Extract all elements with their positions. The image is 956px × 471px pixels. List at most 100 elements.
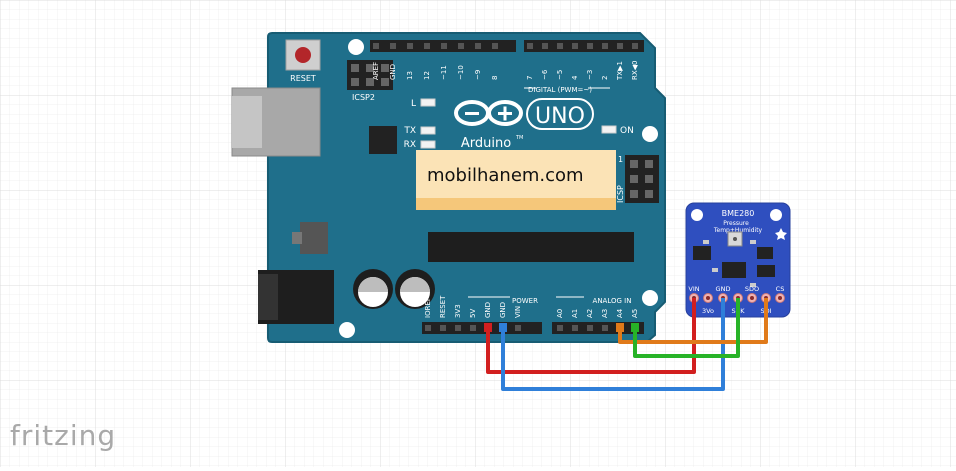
sensor-resistor: [703, 240, 709, 244]
mounting-hole: [348, 39, 364, 55]
led-tx: [420, 126, 436, 135]
bme280-vent: [733, 237, 737, 241]
arduino-logo-tm: TM: [515, 135, 523, 141]
digital-pin[interactable]: [557, 43, 563, 49]
sensor-pin-label: CS: [776, 285, 785, 293]
reset-label: RESET: [290, 74, 316, 83]
usb-chip: [369, 126, 397, 154]
led-on-label: ON: [620, 126, 634, 136]
analog-header[interactable]: [552, 322, 644, 334]
power-pin-label: GND: [484, 302, 492, 318]
sensor-pin-label: VIN: [688, 285, 699, 293]
power-pin[interactable]: [440, 325, 446, 331]
power-header[interactable]: [422, 322, 542, 334]
led-l-label: L: [411, 99, 416, 109]
digital-pin[interactable]: [617, 43, 623, 49]
sensor-ic: [722, 262, 746, 278]
digital-pin[interactable]: [407, 43, 413, 49]
analog-pin-label: A1: [571, 309, 579, 318]
arduino-logo-text: Arduino: [461, 136, 511, 151]
power-pin[interactable]: [425, 325, 431, 331]
power-pin[interactable]: [515, 325, 521, 331]
wire-red-5v-vin[interactable]: [486, 298, 696, 374]
sensor-pin-hole: [778, 296, 782, 300]
mounting-hole: [642, 126, 658, 142]
power-pin-label: 3V3: [454, 304, 462, 318]
sensor-pin-hole: [750, 296, 754, 300]
digital-pin-label: 8: [491, 76, 499, 80]
wire-orange-a4-sdi[interactable]: [618, 298, 768, 344]
mounting-hole: [339, 322, 355, 338]
digital-pin-label: ~9: [474, 70, 482, 80]
sensor-mount-hole: [770, 209, 782, 221]
sensor-desc-line2: Temp+Humidity: [713, 227, 763, 234]
digital-pin[interactable]: [390, 43, 396, 49]
digital-pin[interactable]: [542, 43, 548, 49]
analog-pin[interactable]: [557, 325, 563, 331]
sensor-pin-label: SDO: [745, 285, 759, 293]
sensor-desc-line1: Pressure: [723, 220, 749, 227]
digital-pin[interactable]: [373, 43, 379, 49]
analog-pin-label: A4: [616, 308, 624, 318]
digital-pin-label: 4: [571, 75, 579, 80]
usb-connector-shade: [232, 96, 262, 148]
power-pin[interactable]: [470, 325, 476, 331]
atmega328-chip: [428, 232, 634, 262]
arduino-uno-board[interactable]: RESET ICSP2: [231, 32, 666, 343]
digital-pin[interactable]: [492, 43, 498, 49]
digital-pin[interactable]: [602, 43, 608, 49]
sensor-resistor: [750, 283, 756, 287]
sensor-pin-hole: [706, 296, 710, 300]
led-rx: [420, 140, 436, 149]
digital-pin[interactable]: [475, 43, 481, 49]
digital-pin[interactable]: [527, 43, 533, 49]
watermark-sticker-shadow: [416, 198, 616, 210]
icsp-label: ICSP: [616, 185, 625, 203]
mounting-hole: [642, 290, 658, 306]
sensor-resistor: [750, 240, 756, 244]
capacitor: [353, 269, 393, 309]
analog-pin[interactable]: [602, 325, 608, 331]
digital-pin-label: ~6: [541, 69, 549, 80]
digital-pin-label: AREF: [372, 62, 380, 80]
sensor-mount-hole: [691, 209, 703, 221]
analog-pin[interactable]: [587, 325, 593, 331]
digital-pin-label: 13: [406, 71, 414, 80]
reset-button-cap[interactable]: [295, 47, 311, 63]
icsp-header: [625, 155, 659, 203]
digital-pin-label: ~3: [586, 70, 594, 80]
wires: [484, 298, 768, 391]
led-tx-label: TX: [403, 126, 416, 136]
icsp2-label: ICSP2: [352, 93, 375, 102]
led-l: [420, 98, 436, 107]
digital-pin-label: ~5: [556, 70, 564, 80]
analog-pin-label: A5: [631, 309, 639, 318]
regulator-tab: [292, 232, 302, 244]
digital-pin[interactable]: [441, 43, 447, 49]
sensor-pin-label: GND: [716, 285, 731, 293]
power-pin[interactable]: [455, 325, 461, 331]
digital-pin[interactable]: [587, 43, 593, 49]
analog-pin[interactable]: [572, 325, 578, 331]
analog-header-label: ANALOG IN: [593, 297, 632, 305]
analog-pin-label: A3: [601, 309, 609, 318]
sensor-resistor: [712, 268, 718, 272]
sensor-pin-label: 3Vo: [702, 307, 714, 315]
digital-pin-label: TX▶1: [616, 61, 624, 81]
digital-pin-label: 7: [526, 76, 534, 80]
digital-header-label: DIGITAL (PWM=~): [528, 86, 592, 94]
uno-label: UNO: [535, 104, 585, 129]
power-header-label: POWER: [512, 297, 538, 305]
wire-end-blue: [499, 323, 507, 332]
arduino-logo-icon: [454, 100, 523, 126]
uno-badge: [526, 98, 594, 130]
digital-pin[interactable]: [572, 43, 578, 49]
digital-pin[interactable]: [424, 43, 430, 49]
digital-pin-label: ~10: [457, 65, 465, 80]
led-rx-label: RX: [404, 140, 416, 150]
watermark-text: mobilhanem.com: [427, 165, 584, 186]
digital-pin[interactable]: [458, 43, 464, 49]
wire-green-a5-sck[interactable]: [633, 298, 740, 358]
voltage-regulator: [300, 222, 328, 254]
digital-pin[interactable]: [632, 43, 638, 49]
